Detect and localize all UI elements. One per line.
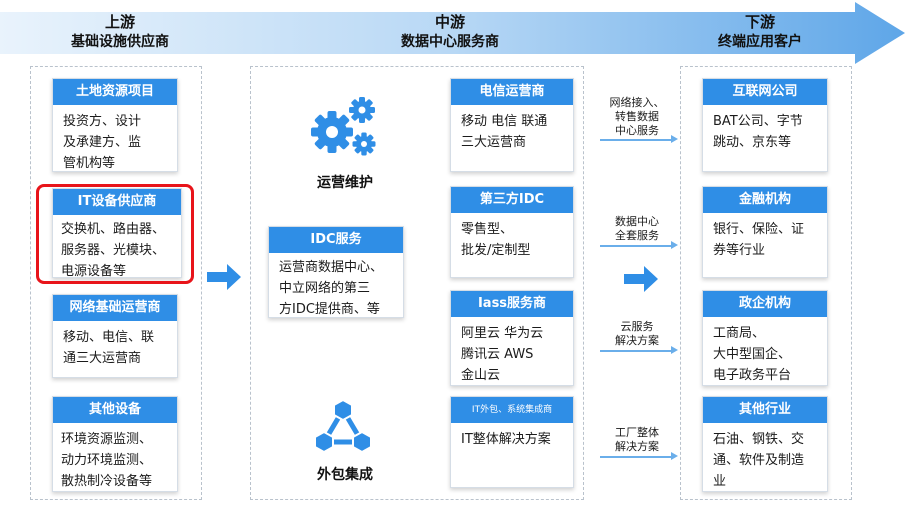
flow-line-text: 解决方案 [615,440,659,453]
upstream-stage-title: 上游 基础设施供应商 [40,12,200,52]
flow-arrow-line [600,347,678,353]
card-line: BAT公司、字节 [713,114,803,129]
card-line: 零售型、 [461,222,514,237]
flow-line-text: 工厂整体 [615,426,659,439]
stage-banner-arrow [0,2,905,64]
card-line: 投资方、设计 [63,114,142,129]
flow-arrow-line [600,242,678,248]
card-line: 运营商数据中心、 [279,260,384,275]
card-line: 跳动、京东等 [713,135,792,150]
card-line: 及承建方、监 [63,135,142,150]
card-title: 网络基础运营商 [53,295,177,321]
upstream-title: 上游 [104,13,135,31]
mid-card-it-outsourcing: IT外包、系统集成商 IT整体解决方案 [450,396,574,488]
upstream-card-land: 土地资源项目 投资方、设计 及承建方、监 管机构等 [52,78,178,172]
midstream-subtitle: 数据中心服务商 [401,34,499,50]
card-line: 腾讯云 AWS [461,347,534,362]
card-title: Iass服务商 [451,291,573,317]
downstream-card-internet: 互联网公司 BAT公司、字节 跳动、京东等 [702,78,828,172]
card-title: IT外包、系统集成商 [451,397,573,423]
mid-card-telecom: 电信运营商 移动 电信 联通 三大运营商 [450,78,574,172]
card-line: 电子政务平台 [713,368,792,383]
card-line: 通三大运营商 [63,351,142,366]
outsource-label: 外包集成 [317,467,373,483]
midstream-title: 中游 [434,13,465,31]
flow-line-text: 全套服务 [615,229,659,242]
flow-line-text: 解决方案 [615,334,659,347]
downstream-card-government: 政企机构 工商局、 大中型国企、 电子政务平台 [702,290,828,386]
red-highlight-box [36,184,194,284]
card-title: 其他设备 [53,397,177,423]
flow-line-text: 网络接入、 [609,96,665,109]
card-line: 业 [713,474,727,489]
downstream-subtitle: 终端应用客户 [718,34,802,50]
card-line: 中立网络的第三 [279,281,371,296]
card-line: 券等行业 [713,243,766,258]
flow-arrow-right-icon [207,264,241,290]
card-title: 土地资源项目 [53,79,177,105]
flow-label-full-service: 数据中心 全套服务 [600,215,674,243]
card-line: 电源设备等 [61,264,127,279]
card-title: 其他行业 [703,397,827,423]
flow-arrow-line [600,136,678,142]
gears-icon [311,97,376,156]
flow-line-text: 数据中心 [615,215,659,228]
downstream-card-finance: 金融机构 银行、保险、证 券等行业 [702,186,828,278]
card-line: 金山云 [461,368,501,383]
upstream-card-other-equipment: 其他设备 环境资源监测、 动力环境监测、 散热制冷设备等 [52,396,178,492]
card-line: 管机构等 [63,156,116,171]
flow-label-factory-solution: 工厂整体 解决方案 [600,426,674,454]
card-title: 金融机构 [703,187,827,213]
flow-line-text: 云服务 [620,320,654,333]
card-title: 电信运营商 [451,79,573,105]
card-line: 三大运营商 [461,135,527,150]
flow-arrow-right-icon [624,266,658,292]
mid-card-iaas: Iass服务商 阿里云 华为云 腾讯云 AWS 金山云 [450,290,574,386]
card-line: 移动 电信 联通 [461,114,548,129]
card-line: 银行、保险、证 [713,222,805,237]
card-title: 互联网公司 [703,79,827,105]
idc-service-card: IDC服务 运营商数据中心、 中立网络的第三 方IDC提供商、等 [268,226,404,318]
upstream-card-network-operator: 网络基础运营商 移动、电信、联 通三大运营商 [52,294,178,378]
flow-line-text: 中心服务 [615,124,659,137]
flow-arrow-line [600,453,678,459]
integration-network-icon [314,398,372,454]
downstream-title: 下游 [744,13,775,31]
downstream-card-other-industries: 其他行业 石油、钢铁、交 通、软件及制造 业 [702,396,828,492]
flow-line-text: 转售数据 [615,110,659,123]
card-line: 石油、钢铁、交 [713,432,805,447]
card-title: 第三方IDC [451,187,573,213]
card-line: 通、软件及制造 [713,453,805,468]
card-line: 方IDC提供商、等 [279,302,380,317]
card-line: 交换机、路由器、 [61,222,166,237]
card-line: 大中型国企、 [713,347,792,362]
card-line: 环境资源监测、 [61,432,153,447]
card-line: 阿里云 华为云 [461,326,544,341]
card-line: 工商局、 [713,326,766,341]
flow-label-network-access: 网络接入、 转售数据 中心服务 [600,96,674,138]
card-line: 移动、电信、联 [63,330,155,345]
card-title: IDC服务 [269,227,403,253]
card-line: 动力环境监测、 [61,453,153,468]
flow-label-cloud-service: 云服务 解决方案 [600,320,674,348]
card-title: IT设备供应商 [53,189,181,215]
card-title: 政企机构 [703,291,827,317]
card-line: 散热制冷设备等 [61,474,153,489]
card-line: 服务器、光模块、 [61,243,166,258]
mid-card-third-party-idc: 第三方IDC 零售型、 批发/定制型 [450,186,574,278]
upstream-subtitle: 基础设施供应商 [71,34,169,50]
card-line: 批发/定制型 [461,243,531,258]
card-line: IT整体解决方案 [461,432,551,447]
upstream-card-it-equipment: IT设备供应商 交换机、路由器、 服务器、光模块、 电源设备等 [52,188,182,279]
ops-label: 运营维护 [317,175,373,191]
downstream-stage-title: 下游 终端应用客户 [680,12,840,52]
midstream-stage-title: 中游 数据中心服务商 [360,12,540,52]
